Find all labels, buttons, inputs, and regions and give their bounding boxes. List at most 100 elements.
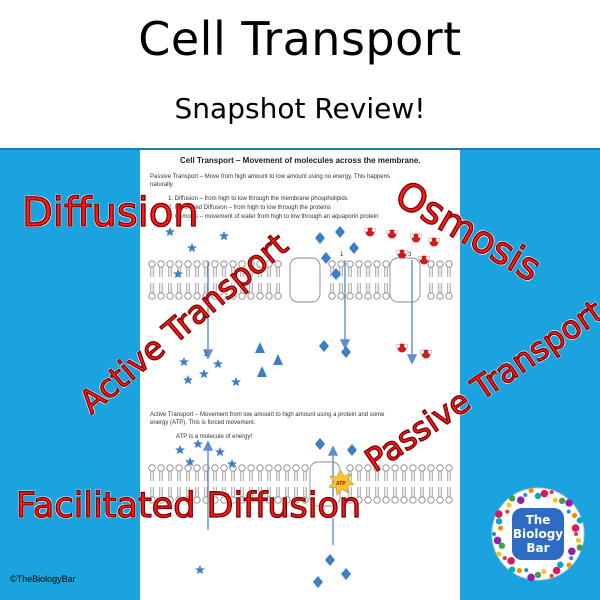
phospholipid — [364, 282, 372, 300]
phospholipid — [436, 260, 444, 278]
item-diffusion: 1. Diffusion – from high to low through … — [168, 196, 348, 202]
biology-bar-logo: The Biology Bar — [491, 487, 585, 582]
logo-dot — [527, 573, 535, 582]
atp-note: ATP is a molecule of energy! — [176, 434, 253, 440]
phospholipid — [148, 464, 156, 482]
page-subtitle: Snapshot Review! — [174, 92, 426, 125]
logo-dot — [516, 496, 525, 504]
phospholipid — [175, 464, 183, 482]
logo-dot — [524, 568, 529, 573]
phospholipid — [193, 260, 201, 278]
logo-dot — [534, 571, 542, 579]
phospholipid — [211, 464, 219, 482]
phospholipid — [265, 464, 273, 482]
phospholipid — [220, 464, 228, 482]
phospholipid — [157, 282, 165, 300]
phospholipid — [292, 464, 300, 482]
logo-dot — [497, 525, 504, 531]
phospholipid — [346, 260, 354, 278]
phospholipid — [400, 486, 408, 504]
copyright-notice: ©TheBiologyBar — [10, 574, 76, 584]
phospholipid — [328, 282, 336, 300]
phospholipid — [346, 282, 354, 300]
phospholipid — [148, 282, 156, 300]
phospholipid — [382, 486, 390, 504]
phospholipid — [409, 486, 417, 504]
logo-dot — [528, 487, 534, 494]
logo-dot — [566, 509, 571, 514]
phospholipid — [445, 486, 453, 504]
logo-dot — [494, 510, 503, 518]
item-osmosis: 3. Osmosis – movement of water from high… — [168, 214, 379, 220]
overlay-facilitated-diffusion: Facilitated Diffusion — [15, 485, 362, 526]
overlay-diffusion: Diffusion — [21, 189, 199, 236]
logo-dot — [552, 497, 558, 503]
phospholipid — [364, 260, 372, 278]
atp-burst: ATP — [328, 469, 355, 496]
phospholipid — [436, 464, 444, 482]
logo-dot — [495, 518, 503, 525]
active-definition-line2: energy (ATP). This is forced movement. — [150, 420, 256, 426]
passive-definition-line2: naturally. — [150, 182, 174, 188]
worksheet-heading: Cell Transport – Movement of molecules a… — [180, 156, 421, 165]
phospholipid — [355, 282, 363, 300]
logo-dot — [508, 566, 516, 573]
phospholipid — [427, 486, 435, 504]
logo-dot — [566, 562, 572, 568]
logo-dot — [507, 557, 515, 565]
phospholipid — [166, 464, 174, 482]
diffused-molecules — [179, 357, 241, 387]
logo-dot — [493, 536, 502, 545]
logo-dot — [576, 517, 584, 524]
phospholipid — [274, 282, 282, 300]
phospholipid — [175, 282, 183, 300]
logo-dot — [534, 492, 542, 500]
aquaporin-protein — [389, 257, 421, 303]
phospholipid — [157, 464, 165, 482]
phospholipid — [382, 260, 390, 278]
phospholipid — [373, 260, 381, 278]
phospholipid — [193, 464, 201, 482]
logo-dot — [565, 499, 573, 507]
logo-dot — [541, 568, 547, 575]
phospholipid — [427, 260, 435, 278]
phospholipid — [274, 464, 282, 482]
logo-dot — [576, 544, 584, 551]
label-two: 2 — [204, 352, 208, 358]
phospholipid — [436, 486, 444, 504]
phospholipid — [445, 282, 453, 300]
phospholipid — [283, 464, 291, 482]
item-facilitated-diffusion: 2. Facilitated Diffusion – from high to … — [168, 205, 331, 211]
phospholipid — [256, 464, 264, 482]
passive-definition-line1: Passive Transport – Move from high amoun… — [150, 174, 390, 180]
page-title: Cell Transport — [138, 12, 462, 66]
phospholipid — [445, 464, 453, 482]
active-definition-line1: Active Transport – Movement from low amo… — [150, 412, 385, 418]
logo-dot — [516, 567, 522, 574]
phospholipid — [355, 464, 363, 482]
logo-line1: The — [526, 513, 551, 527]
membrane-diagram: 1 2 3 — [148, 226, 453, 588]
phospholipid — [382, 282, 390, 300]
phospholipid — [148, 260, 156, 278]
triangle-molecules — [255, 342, 283, 377]
facilitated-molecules — [315, 226, 359, 280]
logo-dot — [506, 502, 512, 508]
logo-dot — [492, 532, 496, 536]
phospholipid — [157, 260, 165, 278]
logo-line2: Biology — [513, 527, 563, 541]
phospholipid — [436, 282, 444, 300]
logo-line3: Bar — [526, 541, 549, 555]
logo-dot — [502, 556, 507, 561]
logo-dot — [508, 495, 516, 502]
phospholipid — [265, 282, 273, 300]
phospholipid — [166, 260, 174, 278]
header-banner: Cell Transport Snapshot Review! — [0, 0, 600, 150]
phospholipid — [355, 260, 363, 278]
logo-dot — [568, 547, 576, 556]
phospholipid — [364, 486, 372, 504]
upper-membrane — [148, 257, 453, 303]
phospholipid — [337, 282, 345, 300]
phospholipid — [418, 486, 426, 504]
logo-dot — [571, 512, 578, 518]
